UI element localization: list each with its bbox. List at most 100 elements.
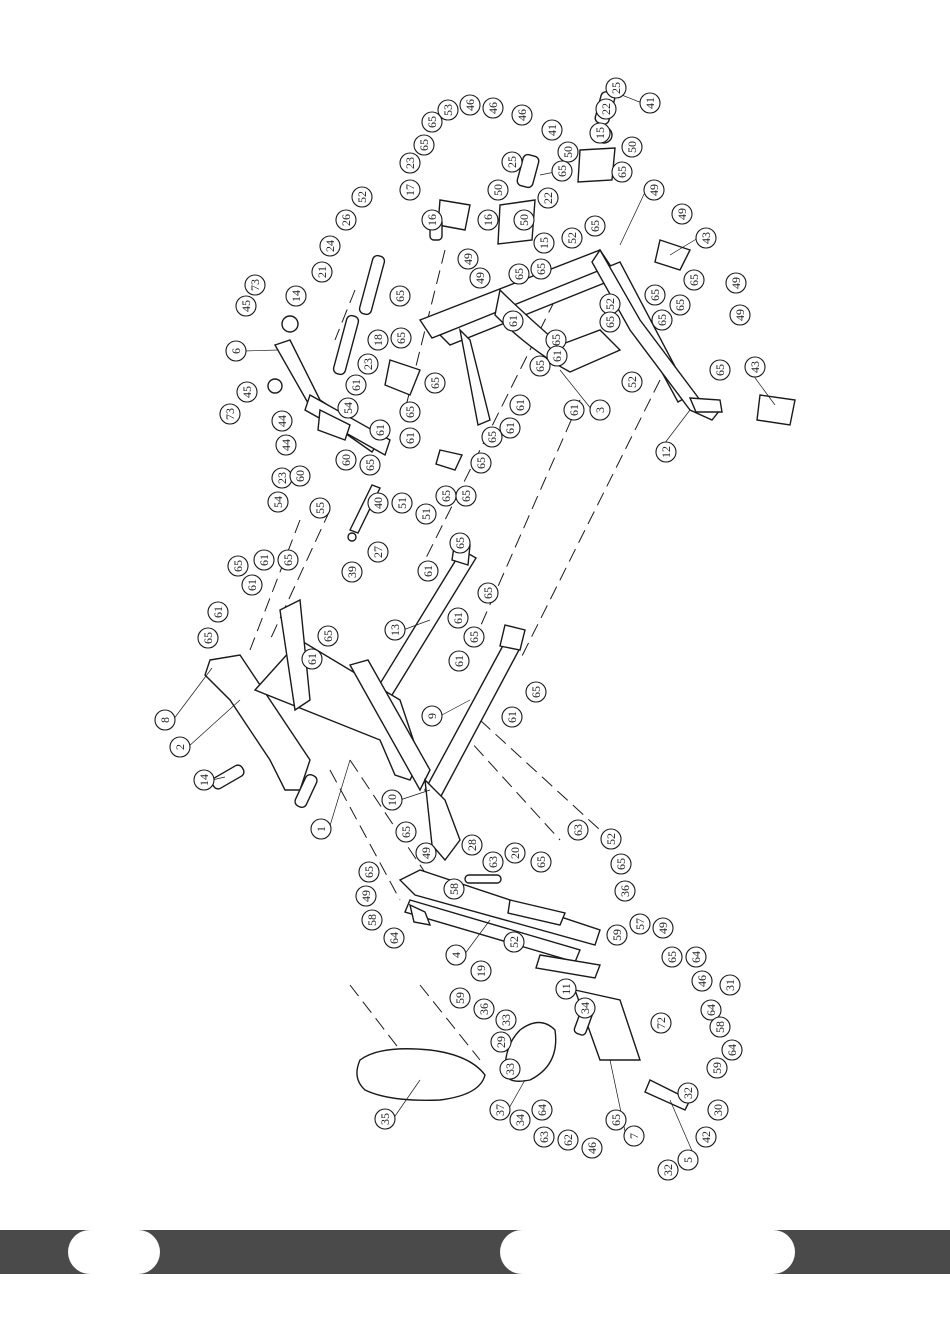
callout-circle (317, 625, 339, 647)
part-callout-50: 50 (513, 209, 535, 231)
part-callout-12: 12 (655, 441, 677, 463)
callout-circle (655, 441, 677, 463)
callout-number: 33 (499, 1014, 513, 1026)
callout-number: 65 (417, 139, 431, 151)
callout-circle (489, 1099, 511, 1121)
callout-number: 16 (425, 214, 439, 226)
callout-number: 65 (609, 1114, 623, 1126)
callout-number: 65 (615, 166, 629, 178)
callout-number: 62 (561, 1134, 575, 1146)
callout-number: 63 (486, 856, 500, 868)
part-callout-49: 49 (652, 917, 674, 939)
callout-number: 54 (271, 496, 285, 508)
part-callout-1: 1 (310, 818, 332, 840)
callout-number: 36 (477, 1003, 491, 1015)
callout-number: 14 (289, 290, 303, 302)
callout-circle (695, 1126, 717, 1148)
callout-circle (623, 1125, 645, 1147)
callout-circle (390, 327, 412, 349)
callout-number: 65 (474, 457, 488, 469)
callout-circle (557, 1129, 579, 1151)
part-callout-54: 54 (267, 491, 289, 513)
callout-circle (482, 97, 504, 119)
callout-number: 65 (555, 165, 569, 177)
part-callout-35: 35 (374, 1108, 396, 1130)
part-callout-65: 65 (413, 134, 435, 156)
callout-number: 52 (625, 376, 639, 388)
callout-circle (235, 295, 257, 317)
part-callout-65: 65 (477, 582, 499, 604)
callout-number: 52 (355, 191, 369, 203)
part-callout-5: 5 (677, 1149, 699, 1171)
part-callout-28: 28 (461, 834, 483, 856)
callout-number: 45 (240, 386, 254, 398)
callout-circle (335, 449, 357, 471)
callout-number: 49 (656, 922, 670, 934)
callout-circle (384, 619, 406, 641)
part-callout-61: 61 (499, 417, 521, 439)
callout-circle (513, 209, 535, 231)
callout-number: 49 (647, 184, 661, 196)
callout-number: 65 (425, 116, 439, 128)
part-callout-58: 58 (443, 878, 465, 900)
callout-circle (499, 1058, 521, 1080)
part-callout-72: 72 (650, 1012, 672, 1034)
part-callout-53: 53 (437, 99, 459, 121)
part-callout-30: 30 (707, 1099, 729, 1121)
callout-number: 59 (610, 929, 624, 941)
callout-number: 64 (535, 1104, 549, 1116)
callout-circle (561, 227, 583, 249)
part-callout-16: 16 (477, 209, 499, 231)
callout-number: 65 (453, 537, 467, 549)
part-callout-65: 65 (644, 284, 666, 306)
part-callout-65: 65 (389, 285, 411, 307)
part-callout-64: 64 (383, 927, 405, 949)
callout-circle (367, 492, 389, 514)
part-callout-46: 46 (459, 94, 481, 116)
callout-number: 8 (158, 717, 172, 723)
callout-circle (459, 94, 481, 116)
part-callout-46: 46 (482, 97, 504, 119)
callout-number: 42 (699, 1131, 713, 1143)
callout-circle (529, 355, 551, 377)
callout-number: 61 (451, 612, 465, 624)
callout-number: 65 (655, 314, 669, 326)
callout-number: 20 (508, 847, 522, 859)
callout-circle (508, 263, 530, 285)
callout-circle (335, 209, 357, 231)
callout-number: 52 (603, 298, 617, 310)
callout-number: 31 (723, 979, 737, 991)
callout-circle (487, 179, 509, 201)
part-callout-4: 4 (445, 944, 467, 966)
part-callout-65: 65 (661, 946, 683, 968)
callout-number: 73 (248, 279, 262, 291)
part-callout-65: 65 (358, 861, 380, 883)
callout-circle (533, 232, 555, 254)
callout-number: 43 (699, 232, 713, 244)
callout-number: 50 (625, 141, 639, 153)
callout-number: 37 (493, 1104, 507, 1116)
part-callout-65: 65 (530, 258, 552, 280)
part-callout-29: 29 (490, 1031, 512, 1053)
part-callout-65: 65 (530, 851, 552, 873)
callout-number: 65 (363, 459, 377, 471)
callout-circle (271, 410, 293, 432)
callout-number: 33 (503, 1063, 517, 1075)
callout-circle (537, 187, 559, 209)
callout-number: 65 (393, 290, 407, 302)
callout-number: 44 (275, 415, 289, 427)
part-callout-58: 58 (361, 909, 383, 931)
callout-circle (253, 549, 275, 571)
callout-circle (421, 705, 443, 727)
callout-circle (473, 998, 495, 1020)
leader-lines (172, 91, 776, 1161)
callout-circle (651, 309, 673, 331)
callout-circle (729, 304, 751, 326)
part-callout-61: 61 (399, 427, 421, 449)
part-callout-19: 19 (470, 960, 492, 982)
callout-circle (481, 426, 503, 448)
part-callout-3: 3 (589, 399, 611, 421)
callout-number: 65 (648, 289, 662, 301)
callout-number: 73 (223, 408, 237, 420)
callout-number: 14 (197, 774, 211, 786)
